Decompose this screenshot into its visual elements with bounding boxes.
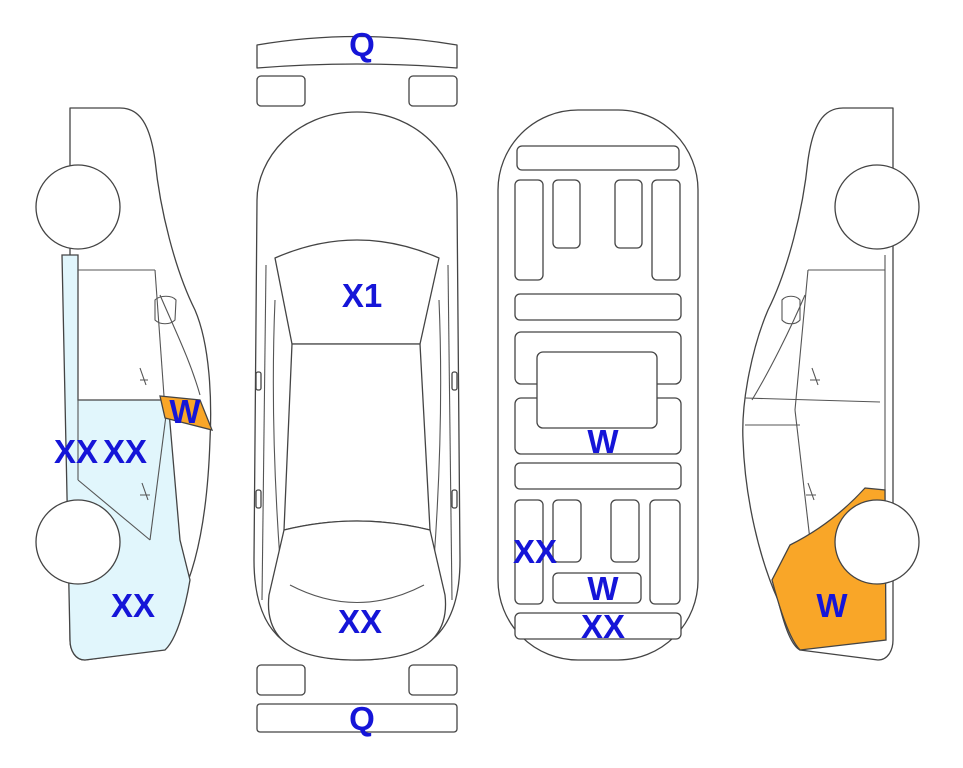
floor-bottom-panel[interactable] <box>514 612 682 640</box>
roof-panel[interactable] <box>283 343 431 531</box>
label-right-rear-quarter: W <box>816 587 848 624</box>
floor-left-rear-panel[interactable] <box>514 499 544 605</box>
right-rear-wheel <box>834 499 920 585</box>
hood-panel[interactable] <box>274 239 440 345</box>
front-bumper[interactable] <box>256 35 458 69</box>
left-side-window[interactable] <box>159 395 214 431</box>
label-floor-small: W <box>587 570 619 607</box>
damage-labels: Q Q X1 XX W XX XX XX W XX W XX W <box>54 26 848 737</box>
label-floor-bottom: XX <box>581 608 625 645</box>
label-left-door-b: XX <box>103 433 147 470</box>
label-roof-rear: XX <box>338 603 382 640</box>
left-rear-wheel <box>35 499 121 585</box>
left-front-wheel <box>35 164 121 250</box>
front-left-light <box>256 75 306 107</box>
label-left-rear-quarter: XX <box>111 587 155 624</box>
label-left-door-a: XX <box>54 433 98 470</box>
label-rear-bumper: Q <box>349 700 375 737</box>
rear-left-light <box>256 664 306 696</box>
rear-trunk-panel[interactable] <box>267 520 447 661</box>
underside-view <box>497 109 699 661</box>
front-right-light <box>408 75 458 107</box>
right-front-wheel <box>834 164 920 250</box>
label-left-side-window: W <box>169 393 201 430</box>
rear-right-light <box>408 664 458 696</box>
label-hood: X1 <box>342 277 382 314</box>
rear-bumper[interactable] <box>256 703 458 733</box>
label-floor-left-rear: XX <box>513 533 557 570</box>
top-view-car <box>253 35 461 733</box>
label-front-bumper: Q <box>349 26 375 63</box>
right-side-car <box>742 107 920 661</box>
left-side-car <box>35 107 214 661</box>
label-floor-center: W <box>587 423 619 460</box>
floor-small-panel[interactable] <box>552 572 642 604</box>
